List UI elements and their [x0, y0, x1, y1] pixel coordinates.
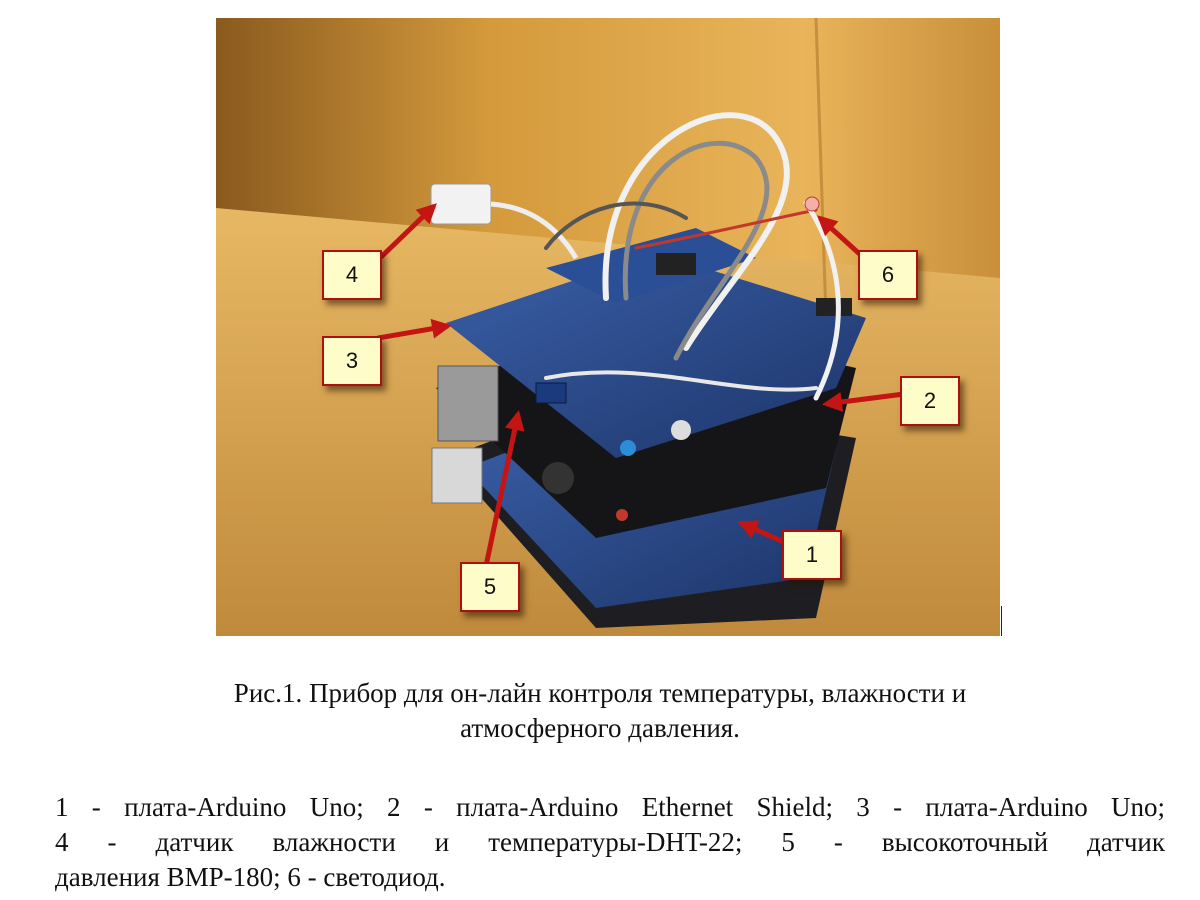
legend-line-2: 4 - датчик влажности и температуры-DHT-2…: [55, 827, 1165, 857]
led: [804, 196, 820, 212]
dht22-sensor: [430, 183, 579, 260]
figure-legend: 1 - плата-Arduino Uno; 2 - плата-Arduino…: [55, 790, 1165, 895]
callout-2: 2: [900, 376, 960, 426]
legend-line-3: давления BMP-180; 6 - светодиод.: [55, 862, 446, 892]
callout-3: 3: [322, 336, 382, 386]
caption-line-1: Рис.1. Прибор для он-лайн контроля темпе…: [233, 678, 967, 708]
callout-5: 5: [460, 562, 520, 612]
callout-6: 6: [858, 250, 918, 300]
callout-4: 4: [322, 250, 382, 300]
proto-shield-board: [446, 228, 866, 521]
caption-line-2: атмосферного давления.: [460, 713, 740, 743]
bmp180-sensor: [535, 382, 567, 404]
figure-caption: Рис.1. Прибор для он-лайн контроля темпе…: [120, 676, 1080, 746]
wires: [544, 112, 841, 401]
image-edge-mark: [1001, 606, 1002, 636]
device-photo-drawing: [216, 18, 1000, 636]
callout-1: 1: [782, 530, 842, 580]
callout-arrows: [377, 203, 905, 567]
legend-line-1: 1 - плата-Arduino Uno; 2 - плата-Arduino…: [55, 792, 1165, 822]
device-photo: 1 2 3 4 5 6: [216, 18, 1000, 636]
